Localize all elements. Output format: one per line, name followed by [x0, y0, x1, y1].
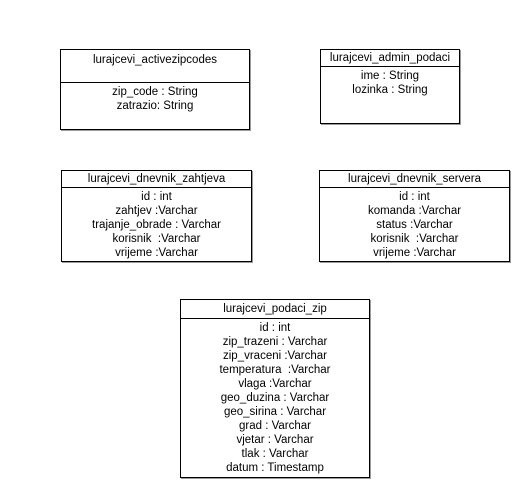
- attribute: zatrazio: String: [116, 100, 194, 112]
- attribute: trajanje_obrade : Varchar: [92, 219, 221, 231]
- attribute: temperatura :Varchar: [219, 364, 331, 376]
- attribute: lozinka : String: [352, 84, 428, 96]
- attribute: vrijeme :Varchar: [115, 247, 198, 259]
- attribute: zip_vraceni :Varchar: [223, 350, 327, 362]
- attribute: zahtjev :Varchar: [115, 205, 198, 217]
- attribute: status :Varchar: [376, 219, 453, 231]
- attribute: zip_trazeni : Varchar: [222, 336, 328, 348]
- attribute: grad : Varchar: [238, 420, 311, 432]
- attribute-list: zip_code : String zatrazio: String: [61, 83, 249, 113]
- entity-title: lurajcevi_dnevnik_servera: [320, 171, 509, 188]
- attribute: ime : String: [360, 70, 420, 82]
- attribute-list: ime : String lozinka : String: [321, 67, 459, 97]
- attribute: geo_duzina : Varchar: [220, 392, 330, 404]
- attribute: vlaga :Varchar: [238, 378, 312, 390]
- attribute-list: id : int zahtjev :Varchar trajanje_obrad…: [62, 188, 251, 260]
- attribute: id : int: [141, 191, 172, 203]
- attribute: id : int: [259, 322, 291, 334]
- attribute: komanda :Varchar: [367, 205, 462, 217]
- entity-dnevnik-servera[interactable]: lurajcevi_dnevnik_servera id : int koman…: [319, 170, 510, 262]
- attribute: korisnik :Varchar: [112, 233, 201, 245]
- entity-title: lurajcevi_admin_podaci: [321, 50, 459, 67]
- entity-title: lurajcevi_activezipcodes: [61, 50, 249, 83]
- attribute: zip_code : String: [112, 86, 198, 98]
- attribute: vjetar : Varchar: [236, 434, 314, 446]
- attribute: geo_sirina : Varchar: [223, 406, 327, 418]
- attribute: korisnik :Varchar: [370, 233, 459, 245]
- attribute: tlak : Varchar: [241, 448, 309, 460]
- attribute: id : int: [399, 191, 430, 203]
- entity-title: lurajcevi_dnevnik_zahtjeva: [62, 171, 251, 188]
- entity-admin-podaci[interactable]: lurajcevi_admin_podaci ime : String lozi…: [320, 49, 460, 124]
- attribute-list: id : int zip_trazeni : Varchar zip_vrace…: [181, 319, 369, 475]
- attribute: datum : Timestamp: [226, 462, 324, 474]
- attribute: vrijeme :Varchar: [373, 247, 456, 259]
- entity-activezipcodes[interactable]: lurajcevi_activezipcodes zip_code : Stri…: [60, 49, 250, 130]
- entity-title: lurajcevi_podaci_zip: [181, 300, 369, 319]
- attribute-list: id : int komanda :Varchar status :Varcha…: [320, 188, 509, 260]
- entity-podaci-zip[interactable]: lurajcevi_podaci_zip id : int zip_trazen…: [180, 299, 370, 478]
- entity-dnevnik-zahtjeva[interactable]: lurajcevi_dnevnik_zahtjeva id : int zaht…: [61, 170, 252, 262]
